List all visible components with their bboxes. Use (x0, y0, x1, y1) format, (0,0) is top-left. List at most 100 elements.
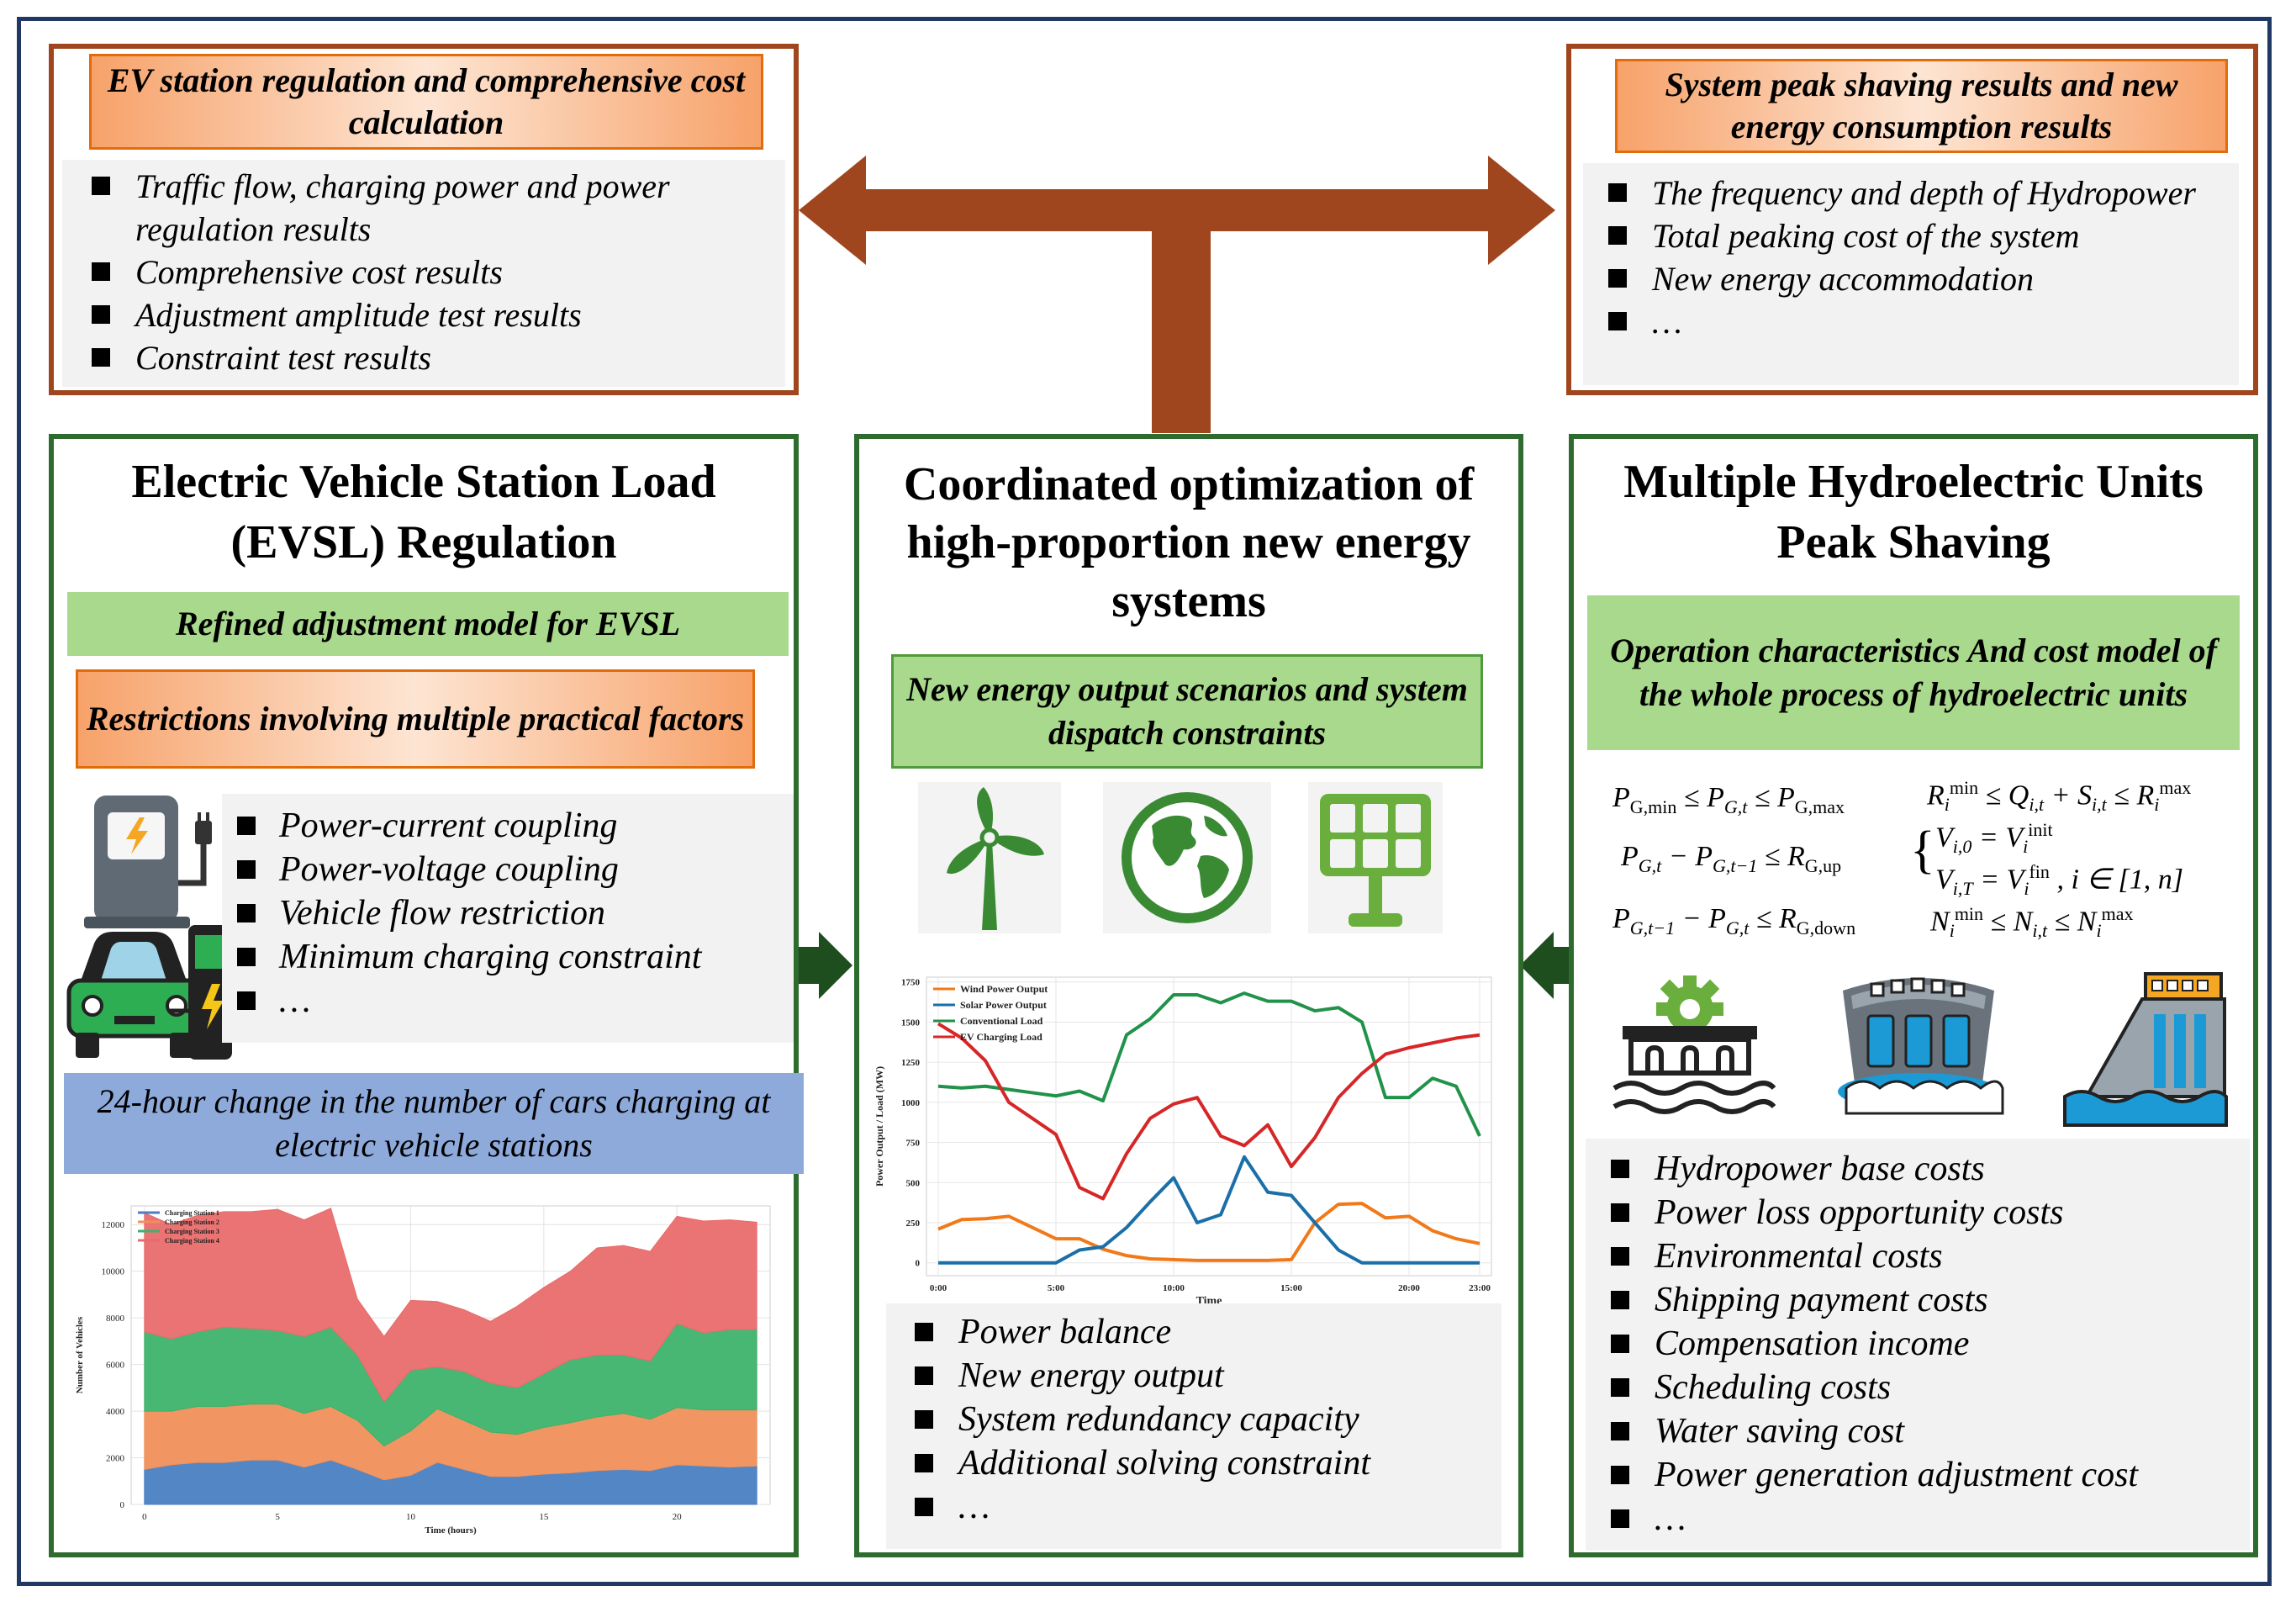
x-axis-label: Time (hours) (425, 1525, 477, 1536)
hydro-panel-title: Multiple Hydroelectric Units Peak Shavin… (1623, 456, 2204, 568)
legend-label: EV Charging Load (960, 1031, 1042, 1043)
list-item: Constraint test results (92, 336, 764, 379)
ev-results-list: Traffic flow, charging power and power r… (92, 165, 764, 379)
x-tick-label: 10:00 (1163, 1283, 1185, 1293)
x-tick-label: 5 (275, 1512, 280, 1522)
center-panel-title: Coordinated optimization of high-proport… (903, 458, 1475, 627)
list-item: Compensation income (1611, 1322, 2241, 1366)
list-item: Power generation adjustment cost (1611, 1453, 2241, 1497)
electric-car-icon (66, 925, 232, 1060)
list-item: Hydropower base costs (1611, 1147, 2241, 1191)
hydro-plant-gear-icon (1612, 975, 1776, 1114)
legend-label: Charging Station 3 (165, 1228, 219, 1235)
list-item: … (1611, 1497, 2241, 1541)
evsl-restrictions-list: Power-current coupling Power-voltage cou… (237, 804, 792, 1023)
x-tick-label: 15 (539, 1512, 549, 1522)
y-tick-label: 2000 (106, 1454, 125, 1464)
list-item: Power loss opportunity costs (1611, 1191, 2241, 1234)
peak-shaving-results-list: The frequency and depth of Hydropower To… (1608, 172, 2222, 343)
list-item: … (915, 1485, 1495, 1529)
legend-label: Wind Power Output (960, 983, 1048, 995)
legend-label: Charging Station 4 (165, 1237, 219, 1245)
list-item: Power-current coupling (237, 804, 792, 848)
evsl-model-header: Refined adjustment model for EVSL (67, 592, 789, 656)
list-item: … (237, 979, 792, 1023)
legend-label: Charging Station 1 (165, 1209, 219, 1217)
y-tick-label: 12000 (102, 1220, 125, 1230)
list-item: … (1608, 300, 2222, 343)
line-series-2 (938, 1155, 1480, 1265)
list-item: Additional solving constraint (915, 1441, 1495, 1485)
y-tick-label: 6000 (106, 1361, 125, 1371)
hydro-peak-shaving-panel: Multiple Hydroelectric Units Peak Shavin… (1569, 434, 2258, 1557)
y-tick-label: 750 (906, 1139, 921, 1149)
line-series-3 (937, 991, 1481, 1137)
list-item: Total peaking cost of the system (1608, 214, 2222, 257)
plot-area (926, 976, 1492, 1277)
globe-icon (1103, 782, 1271, 933)
wind-turbine-icon (918, 782, 1061, 933)
scenarios-header: New energy output scenarios and system d… (891, 654, 1483, 769)
legend-label: Solar Power Output (960, 999, 1047, 1011)
ev-results-panel: EV station regulation and comprehensive … (49, 44, 799, 395)
line-series-4 (937, 1022, 1481, 1201)
hydro-dam-spillway-icon (2063, 972, 2228, 1127)
list-item: The frequency and depth of Hydropower (1608, 172, 2222, 214)
x-tick-label: 15:00 (1280, 1283, 1302, 1293)
arrow-right-icon (799, 932, 852, 999)
list-item: New energy output (915, 1354, 1495, 1398)
legend-label: Charging Station 2 (165, 1218, 219, 1226)
coordinated-optimization-panel: Coordinated optimization of high-proport… (854, 434, 1523, 1557)
list-item: Comprehensive cost results (92, 251, 764, 293)
hydro-costs-list: Hydropower base costs Power loss opportu… (1611, 1147, 2241, 1541)
y-tick-label: 1000 (901, 1098, 921, 1108)
y-tick-label: 0 (120, 1500, 125, 1510)
x-tick-label: 20:00 (1398, 1283, 1420, 1293)
evsl-panel-title: Electric Vehicle Station Load (EVSL) Reg… (131, 456, 716, 568)
dispatch-constraints-list: Power balance New energy output System r… (915, 1310, 1495, 1529)
list-item: Adjustment amplitude test results (92, 293, 764, 336)
t-double-arrow (799, 156, 1555, 433)
list-item: New energy accommodation (1608, 257, 2222, 300)
x-tick-label: 10 (406, 1512, 416, 1522)
list-item: Power balance (915, 1310, 1495, 1354)
peak-shaving-results-list-box: The frequency and depth of Hydropower To… (1583, 163, 2239, 385)
hydro-model-header: Operation characteristics And cost model… (1587, 595, 2240, 750)
y-tick-label: 1750 (901, 978, 921, 988)
list-item: Scheduling costs (1611, 1366, 2241, 1409)
dam-icon (1838, 977, 2004, 1115)
solar-panel-icon (1308, 782, 1443, 933)
list-item: Traffic flow, charging power and power r… (92, 165, 764, 251)
list-item: Water saving cost (1611, 1409, 2241, 1453)
ev-results-header: EV station regulation and comprehensive … (89, 54, 763, 150)
evsl-restrictions-list-box: Power-current coupling Power-voltage cou… (222, 794, 794, 1043)
x-tick-label: 0:00 (930, 1283, 947, 1293)
list-item: Shipping payment costs (1611, 1278, 2241, 1322)
list-item: Power-voltage coupling (237, 848, 792, 891)
peak-shaving-results-panel: System peak shaving results and new ener… (1566, 44, 2258, 395)
list-item: Minimum charging constraint (237, 935, 792, 979)
y-axis-label: Number of Vehicles (75, 1316, 85, 1393)
ev-results-list-box: Traffic flow, charging power and power r… (62, 160, 785, 387)
y-tick-label: 500 (906, 1178, 921, 1188)
x-tick-label: 0 (142, 1512, 147, 1522)
evsl-restrictions-header: Restrictions involving multiple practica… (76, 669, 755, 769)
ev-cars-chart-header: 24-hour change in the number of cars cha… (64, 1073, 804, 1174)
arrow-left-icon (1520, 932, 1574, 999)
x-tick-label: 5:00 (1048, 1283, 1065, 1293)
y-axis-label: Power Output / Load (MW) (874, 1066, 885, 1187)
y-tick-label: 1500 (901, 1018, 921, 1028)
x-tick-label: 23:00 (1469, 1283, 1491, 1293)
dispatch-constraints-list-box: Power balance New energy output System r… (886, 1303, 1502, 1549)
peak-shaving-results-header: System peak shaving results and new ener… (1615, 59, 2228, 153)
y-tick-label: 1250 (901, 1058, 921, 1068)
outer-frame (17, 17, 2272, 1586)
list-item: Vehicle flow restriction (237, 891, 792, 935)
area-series-4 (144, 1208, 757, 1403)
hydro-constraint-equations: PG,min ≤ PG,t ≤ PG,max Rimin ≤ Qi,t + Si… (1612, 777, 2192, 942)
ev-charger-icon (84, 796, 212, 928)
evsl-regulation-panel: Electric Vehicle Station Load (EVSL) Reg… (49, 434, 804, 1557)
y-tick-label: 8000 (106, 1314, 125, 1324)
y-tick-label: 250 (906, 1218, 921, 1229)
